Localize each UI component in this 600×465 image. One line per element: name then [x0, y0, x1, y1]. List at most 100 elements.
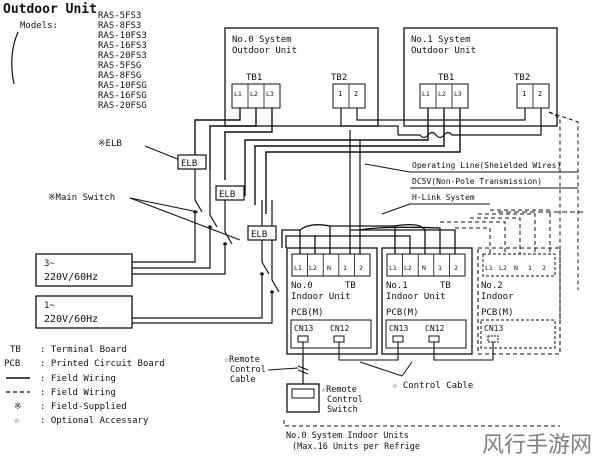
wire [265, 108, 461, 214]
terminal-label: 1 [438, 264, 442, 272]
indoor-units-caption: No.0 System Indoor Units [286, 431, 409, 441]
indoor-unit-0-tb [291, 253, 371, 277]
wire [478, 213, 536, 254]
wire [261, 200, 273, 226]
terminal-label: L2 [404, 264, 412, 272]
outdoor-unit-0-tb1-label: TB1 [246, 73, 262, 83]
leader-line [129, 197, 241, 241]
power-supply-3ph: 3~ 220V/60Hz [35, 253, 133, 287]
switch-contact [132, 240, 280, 324]
legend-symbol: TB [10, 345, 21, 355]
wire [340, 108, 399, 135]
legend-text: : Printed Circuit Board [40, 359, 165, 369]
indoor-unit-1-title: Indoor Unit [386, 292, 446, 302]
operating-line-label: Operating Line(Sheielded Wires) [412, 161, 561, 170]
control-cable [302, 342, 494, 361]
outdoor-unit-0: No.0 System Outdoor Unit TB1 TB2 L1 L2 L… [224, 27, 379, 127]
outdoor-unit-1-tb2-label: TB2 [514, 73, 530, 83]
remote-switch-label: ☆Remote [321, 385, 357, 395]
legend-text: : Field-Supplied [40, 402, 127, 412]
model-item: RAS-5FSG [98, 61, 141, 71]
remote-cable-label: Cable [230, 375, 256, 385]
indoor-unit-0-title: Indoor Unit [291, 292, 351, 302]
terminal-label: L1 [422, 90, 430, 98]
legend-symbol: PCB [4, 359, 20, 369]
terminal-label: L1 [294, 264, 302, 272]
indoor-unit-1-tb [386, 253, 466, 277]
node [260, 272, 264, 276]
supply-voltage: 220V/60Hz [44, 314, 98, 325]
leader-line [401, 361, 413, 377]
watermark-bg [478, 428, 596, 460]
group-bracket [283, 420, 560, 427]
indoor-power-wiring [281, 224, 456, 254]
terminal-label: 1 [528, 264, 532, 272]
legend-text: : Field Wiring [40, 374, 116, 384]
model-item: RAS-8FSG [98, 71, 141, 81]
wire [285, 235, 316, 254]
remote-cable-label: Control [230, 365, 266, 375]
model-item: RAS-16FSG [98, 91, 147, 101]
supply-box [35, 253, 133, 287]
connector [392, 335, 404, 343]
wire [398, 108, 542, 139]
outdoor-unit-0-title: No.0 System [232, 35, 292, 45]
outdoor-unit-1-subtitle: Outdoor Unit [411, 46, 476, 56]
node [193, 210, 197, 214]
switch-nodes [193, 210, 274, 294]
indoor-unit-1-pcb: PCB(M) [386, 308, 419, 318]
terminal-label: L3 [454, 90, 462, 98]
indoor-unit-2-title: Indoor [481, 292, 514, 302]
transmission-wiring [340, 108, 542, 230]
control-cable-label: ☆ Control Cable [392, 381, 473, 391]
node [270, 290, 274, 294]
indoor-unit-2-no: No.2 [481, 281, 503, 291]
wire [356, 108, 526, 121]
wire [224, 108, 273, 180]
terminal-label: L1 [485, 264, 493, 272]
elb-note: ※ELB [98, 139, 122, 149]
indoor-unit-2-pcb: PCB(M) [481, 308, 514, 318]
terminal-label: 2 [359, 264, 363, 272]
wire [440, 221, 506, 254]
models-label: Models: [20, 21, 58, 31]
outdoor-unit-0-tb2-label: TB2 [331, 73, 347, 83]
remote-switch-display [291, 388, 315, 399]
leader-line [381, 203, 411, 215]
tick-mark [297, 365, 309, 371]
model-item: RAS-10FS3 [98, 31, 147, 41]
elb-box [177, 154, 207, 170]
terminal-label: 1 [338, 90, 342, 98]
indoor-dashed-wiring [440, 209, 551, 254]
indoor-unit-2-tb [482, 253, 556, 277]
legend-symbol: ☆ [14, 416, 20, 426]
terminal-label: L2 [438, 90, 446, 98]
wire [244, 108, 429, 196]
dc5v-label: DC5V(Non-Pole Transmission) [412, 177, 542, 186]
indoor-unit-0-pcb-box [290, 319, 372, 349]
leader-line [267, 367, 299, 371]
wire [359, 226, 441, 254]
tick-mark [297, 369, 309, 375]
wire [281, 229, 301, 254]
outdoor-unit-1: No.1 System Outdoor Unit TB1 TB2 L1 L2 L… [403, 27, 558, 127]
connector [297, 335, 309, 343]
outdoor-unit-1-box [403, 27, 558, 127]
main-switches [132, 169, 280, 324]
remote-switch-label: Control [327, 395, 363, 405]
elb-label: ELB [219, 190, 235, 200]
model-item: RAS-20FS3 [98, 51, 147, 61]
indoor-unit-2: L1 L2 N 1 2 No.2 Indoor PCB(M) CN13 [477, 247, 561, 355]
model-item: RAS-10FSG [98, 81, 147, 91]
elb-label: ELB [251, 230, 267, 240]
supply-phase: 1~ [44, 301, 55, 311]
indoor-unit-1-no: No.1 [386, 281, 408, 291]
indoor-unit-2-pcb-box [480, 319, 556, 349]
indoor-unit-0: L1 L2 N 1 2 No.0 TB Indoor Unit PCB(M) C… [286, 247, 378, 355]
remote-switch-label: Switch [327, 405, 358, 415]
wire [209, 108, 257, 170]
terminal-label: 2 [538, 90, 542, 98]
terminal-label: L2 [499, 264, 507, 272]
wire [194, 108, 241, 155]
cn13-label: CN13 [484, 324, 503, 333]
